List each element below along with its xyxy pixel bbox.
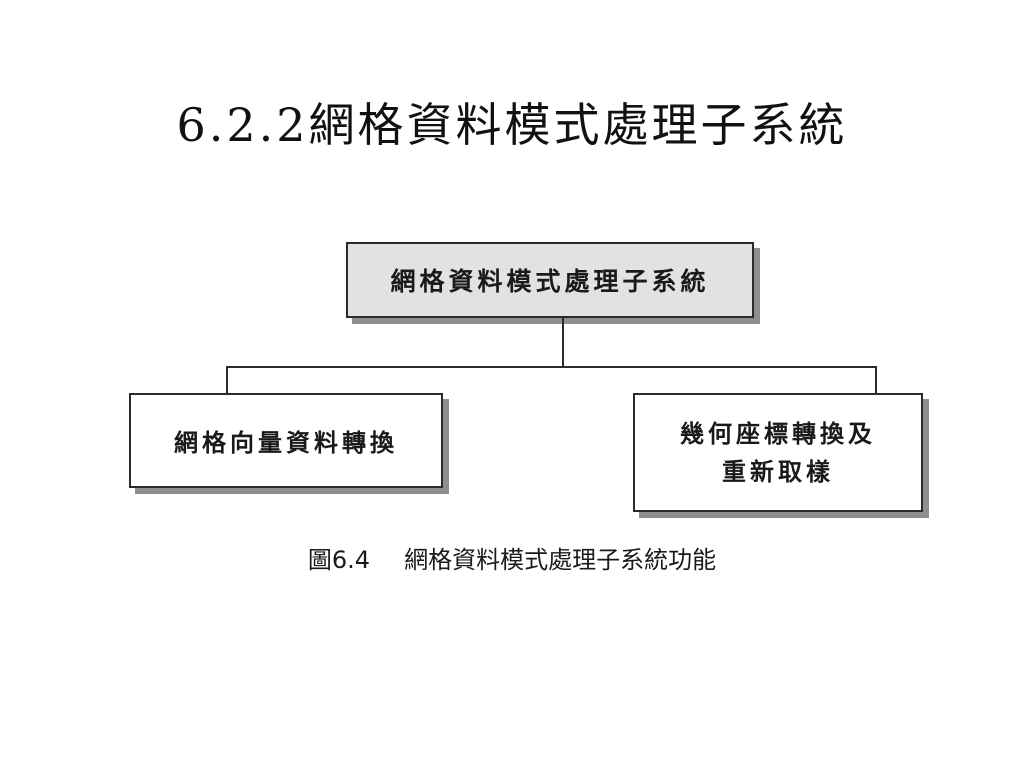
connector-left-drop [226, 366, 228, 394]
connector-right-drop [875, 366, 877, 394]
child-node-right-line1: 幾何座標轉換及 [680, 419, 876, 448]
child-node-left: 網格向量資料轉換 [129, 393, 443, 488]
child-node-right-line2: 重新取樣 [722, 457, 834, 486]
connector-horizontal [226, 366, 877, 368]
figure-caption: 圖6.4 網格資料模式處理子系統功能 [0, 540, 1024, 575]
slide-title: 6.2.2網格資料模式處理子系統 [176, 98, 848, 152]
figure-caption-text: 網格資料模式處理子系統功能 [404, 546, 717, 574]
connector-root-stem [562, 318, 564, 367]
child-node-right: 幾何座標轉換及 重新取樣 [633, 393, 923, 512]
figure-number: 圖6.4 [307, 546, 371, 574]
root-node: 網格資料模式處理子系統 [346, 242, 754, 318]
